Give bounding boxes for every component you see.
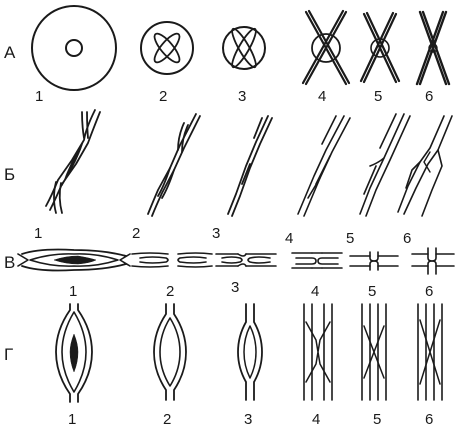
row-a-stage-1	[31, 5, 117, 91]
row-a-num-6: 6	[425, 88, 433, 105]
row-label-g: Г	[4, 345, 13, 364]
row-g-num-4: 4	[312, 411, 320, 428]
row-a-stage-3	[222, 26, 266, 70]
row-g-stage-1	[55, 303, 93, 403]
row-a-num-5: 5	[374, 88, 382, 105]
row-v-stage-3	[215, 253, 277, 267]
row-b-num-2: 2	[132, 225, 140, 242]
row-b-num-6: 6	[403, 230, 411, 247]
row-v-num-6: 6	[425, 283, 433, 300]
row-g-stage-2	[153, 303, 187, 401]
row-g-stage-3	[237, 303, 263, 401]
row-b-num-1: 1	[34, 225, 42, 242]
row-v-num-3: 3	[231, 279, 239, 296]
row-b-stage-3	[227, 115, 273, 217]
row-a-num-2: 2	[159, 88, 167, 105]
row-v-stage-5	[349, 251, 399, 271]
row-a-num-4: 4	[318, 88, 326, 105]
row-g-stage-5	[361, 303, 387, 401]
row-b-num-3: 3	[212, 225, 220, 242]
row-v-num-1: 1	[69, 283, 77, 300]
row-a-stage-2	[140, 21, 194, 75]
row-v-num-4: 4	[311, 283, 319, 300]
row-g-num-5: 5	[373, 411, 381, 428]
row-v-stage-6	[411, 247, 455, 275]
row-a-stage-4	[301, 9, 351, 86]
row-g-num-1: 1	[68, 411, 76, 428]
row-v-num-2: 2	[166, 283, 174, 300]
row-a-stage-6	[415, 10, 451, 86]
row-b-num-5: 5	[346, 230, 354, 247]
row-v: 1 2 3 4 5 6	[17, 247, 455, 300]
row-label-v: В	[4, 253, 15, 272]
row-b-stage-6	[397, 115, 453, 217]
row-b-stage-1	[45, 109, 101, 214]
row-b-stage-5	[359, 113, 411, 217]
row-v-num-5: 5	[368, 283, 376, 300]
row-g: 1 2 3 4 5 6	[55, 303, 443, 428]
row-a: 1 2 3 4 5 6	[31, 5, 451, 105]
row-v-stage-2	[131, 252, 213, 268]
row-b: 1 2 3 4 5 6	[34, 109, 453, 247]
row-g-num-6: 6	[425, 411, 433, 428]
row-label-a: А	[4, 43, 16, 62]
row-a-num-3: 3	[238, 88, 246, 105]
row-a-stage-5	[359, 11, 401, 84]
row-v-stage-4	[291, 252, 343, 269]
row-label-b: Б	[4, 165, 15, 184]
row-b-stage-4	[297, 115, 351, 217]
row-a-num-1: 1	[35, 88, 43, 105]
row-g-stage-6	[417, 303, 443, 401]
row-g-num-3: 3	[244, 411, 252, 428]
row-g-stage-4	[303, 303, 333, 401]
row-b-num-4: 4	[285, 230, 293, 247]
row-b-stage-2	[147, 113, 201, 217]
row-g-num-2: 2	[163, 411, 171, 428]
row-v-stage-1	[17, 248, 131, 272]
